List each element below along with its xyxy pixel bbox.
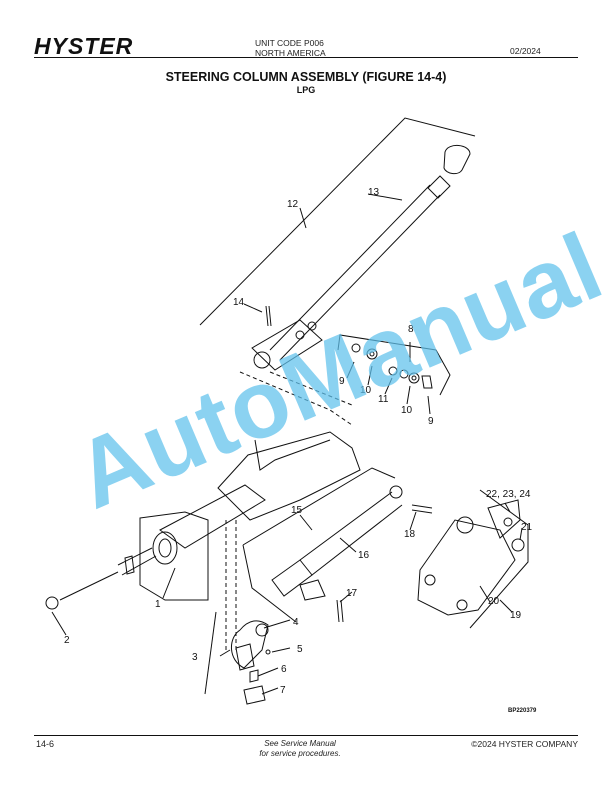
- pin-18: [411, 504, 433, 514]
- shift-cable: [117, 547, 157, 576]
- shaft-spline: [427, 175, 451, 199]
- callout-15: 15: [291, 505, 303, 516]
- bracket-8: [337, 334, 451, 396]
- bolt-17: [336, 599, 344, 623]
- callout-9a: 9: [339, 376, 345, 387]
- callout-7: 7: [280, 685, 286, 696]
- callout-12: 12: [287, 199, 299, 210]
- callout-4: 4: [293, 617, 299, 628]
- footer-note-line2: for service procedures.: [259, 749, 341, 758]
- bracket-19: [469, 489, 529, 629]
- column-tilt-bracket: [217, 431, 361, 521]
- callout-16: 16: [358, 550, 370, 561]
- bolt-9a: [351, 343, 361, 353]
- footer-note: See Service Manual for service procedure…: [210, 739, 390, 759]
- switch-housing: [231, 620, 269, 669]
- nut-11a: [388, 366, 398, 376]
- callout-17: 17: [346, 588, 358, 599]
- switch-4: [255, 623, 269, 637]
- header-rule: [34, 57, 578, 58]
- callout-11: 11: [378, 394, 389, 405]
- callout-8: 8: [408, 324, 414, 335]
- washer-10a: [366, 348, 378, 360]
- callout-13: 13: [368, 187, 380, 198]
- screw-6: [249, 669, 259, 683]
- pin-14: [265, 305, 272, 327]
- callout-21: 21: [521, 522, 533, 533]
- gas-spring: [299, 491, 403, 576]
- callout-18: 18: [404, 529, 416, 540]
- callout-10a: 10: [360, 385, 372, 396]
- spring-eye: [389, 485, 403, 499]
- callout-6: 6: [281, 664, 287, 675]
- tilt-frame-20: [417, 519, 516, 616]
- header-date: 02/2024: [510, 46, 541, 56]
- bracket-15: [242, 467, 396, 546]
- hyster-logo: HYSTER: [34, 33, 134, 59]
- bushing-21: [511, 538, 525, 552]
- callout-9b: 9: [428, 416, 434, 427]
- unit-code: UNIT CODE P006: [255, 38, 324, 48]
- footer-note-line1: See Service Manual: [264, 739, 336, 748]
- shift-rod: [59, 571, 119, 601]
- latch-22: [487, 499, 521, 539]
- callout-2: 2: [64, 635, 70, 646]
- washer-10b: [408, 372, 420, 384]
- bracket-3: [204, 611, 217, 695]
- column-collar: [152, 531, 178, 565]
- callout-5: 5: [297, 644, 303, 655]
- release-lever: [299, 579, 326, 601]
- drawing-code: BP220379: [508, 708, 537, 714]
- callout-19: 19: [510, 610, 522, 621]
- plate-7: [243, 685, 266, 705]
- region: NORTH AMERICA: [255, 48, 326, 58]
- bracket-12: [199, 117, 476, 326]
- universal-joint: [251, 319, 323, 371]
- page-title: STEERING COLUMN ASSEMBLY (FIGURE 14-4): [165, 70, 447, 84]
- callout-20: 20: [488, 596, 500, 607]
- unit-code-block: UNIT CODE P006 NORTH AMERICA: [255, 38, 326, 58]
- shaft-cap: [443, 145, 471, 175]
- callout-10b: 10: [401, 405, 413, 416]
- knob-nut-2: [45, 596, 59, 610]
- page-number: 14-6: [36, 739, 55, 749]
- exploded-parts-diagram: 12 13 14 8 9 10 11 10 9 22, 23, 24 21 15…: [45, 117, 533, 705]
- footer-copyright: ©2024 HYSTER COMPANY: [471, 739, 578, 749]
- u-joint-bore: [253, 351, 271, 369]
- callout-3: 3: [192, 652, 198, 663]
- mounting-plate: [139, 511, 209, 601]
- page-subtitle: LPG: [296, 85, 316, 95]
- bolt-9b: [421, 375, 433, 389]
- footer-rule: [34, 735, 578, 736]
- callout-14: 14: [233, 297, 245, 308]
- nut-11b: [399, 369, 409, 379]
- callout-1: 1: [155, 599, 161, 610]
- callout-22-23-24: 22, 23, 24: [486, 489, 531, 500]
- screw-5: [265, 649, 271, 655]
